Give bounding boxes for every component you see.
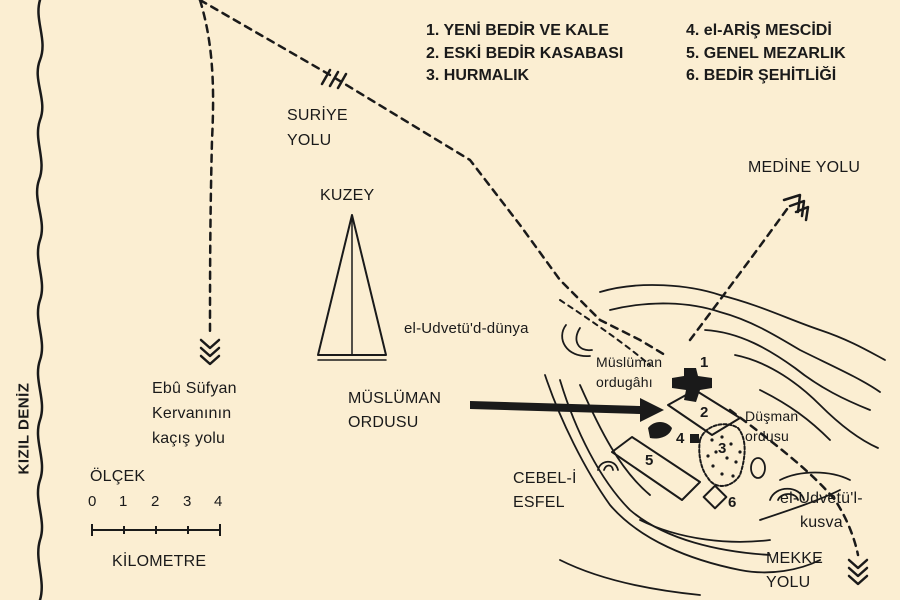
site-number-3: 3: [718, 440, 727, 457]
mecca-road-arrow: [847, 558, 869, 586]
scale-tick-1: 1: [119, 493, 128, 510]
site-cemetery: [611, 436, 701, 501]
sea-label: KIZIL DENİZ: [15, 382, 33, 475]
scale-tick-4: 4: [214, 493, 223, 510]
scale-tick-2: 2: [151, 493, 160, 510]
label-caravan-line2: Kervanının: [152, 405, 232, 422]
label-muslim-camp-line1: Müslüman: [596, 354, 663, 370]
medina-road: [688, 203, 792, 342]
legend-item-4: 4. el-ARİŞ MESCİDİ: [686, 22, 832, 39]
site-number-1: 1: [700, 354, 709, 371]
site-palm-grove: [698, 423, 746, 487]
label-caravan-line3: kaçış yolu: [152, 430, 226, 447]
label-udvetu-dunya: el-Udvetü'd-dünya: [404, 320, 529, 337]
label-udvetu-kusva-line1: el-Udvetü'l-: [780, 490, 863, 507]
label-cebel-line2: ESFEL: [513, 494, 565, 511]
site-castle: [672, 368, 712, 402]
terrain-contours: [544, 284, 886, 596]
scale-tick-0: 0: [88, 493, 97, 510]
legend-item-5: 5. GENEL MEZARLIK: [686, 44, 846, 62]
medina-road-arrow: [782, 193, 810, 222]
coastline: [35, 0, 44, 600]
syria-road-chevrons: [320, 68, 348, 90]
label-suriye-line1: SURİYE: [287, 107, 348, 124]
label-cebel-line1: CEBEL-İ: [513, 470, 577, 487]
muslim-army-arrow: [470, 398, 664, 422]
inner-track: [559, 299, 651, 366]
label-udvetu-kusva-line2: kusva: [800, 514, 843, 531]
label-muslim-army-line1: MÜSLÜMAN: [348, 390, 442, 407]
label-suriye-line2: YOLU: [287, 132, 332, 149]
site-martyrs: [702, 484, 728, 510]
site-number-6: 6: [728, 494, 737, 511]
label-enemy-camp-line1: Düşman: [745, 408, 799, 424]
label-enemy-camp-line2: ordusu: [745, 428, 790, 444]
hill-kusva: [769, 487, 805, 501]
palm-dots: [706, 435, 742, 478]
site-mosque: [690, 434, 699, 443]
label-caravan-line1: Ebû Süfyan: [152, 380, 237, 397]
hill-cebel-esfel: [597, 460, 619, 471]
legend-item-2: 2. ESKİ BEDİR KASABASI: [426, 44, 624, 62]
caravan-escape-route: [198, 0, 215, 337]
syria-road: [198, 0, 667, 357]
legend-right: 4. el-ARİŞ MESCİDİ 5. GENEL MEZARLIK 6. …: [686, 20, 846, 88]
caravan-route-arrow: [199, 338, 221, 366]
legend-left: 1. YENİ BEDİR VE KALE 2. ESKİ BEDİR KASA…: [426, 20, 623, 88]
pond: [750, 457, 766, 479]
label-muslim-camp-line2: ordugâhı: [596, 374, 653, 390]
label-kuzey: KUZEY: [320, 187, 375, 204]
legend-item-6: 6. BEDİR ŞEHİTLİĞİ: [686, 67, 837, 84]
legend-item-3: 3. HURMALIK: [426, 67, 530, 84]
label-medine: MEDİNE YOLU: [748, 159, 861, 176]
label-mekke-line2: YOLU: [766, 574, 811, 591]
label-mekke-line1: MEKKE: [766, 550, 824, 567]
site-number-5: 5: [645, 452, 654, 469]
site-number-2: 2: [700, 404, 709, 421]
scale-tick-3: 3: [183, 493, 192, 510]
legend-item-1: 1. YENİ BEDİR VE KALE: [426, 22, 609, 39]
label-muslim-army-line2: ORDUSU: [348, 414, 419, 431]
site-number-4: 4: [676, 430, 685, 447]
scale-unit: KİLOMETRE: [112, 553, 207, 570]
scale-title: ÖLÇEK: [90, 468, 146, 485]
muslim-army-position: [648, 422, 672, 439]
